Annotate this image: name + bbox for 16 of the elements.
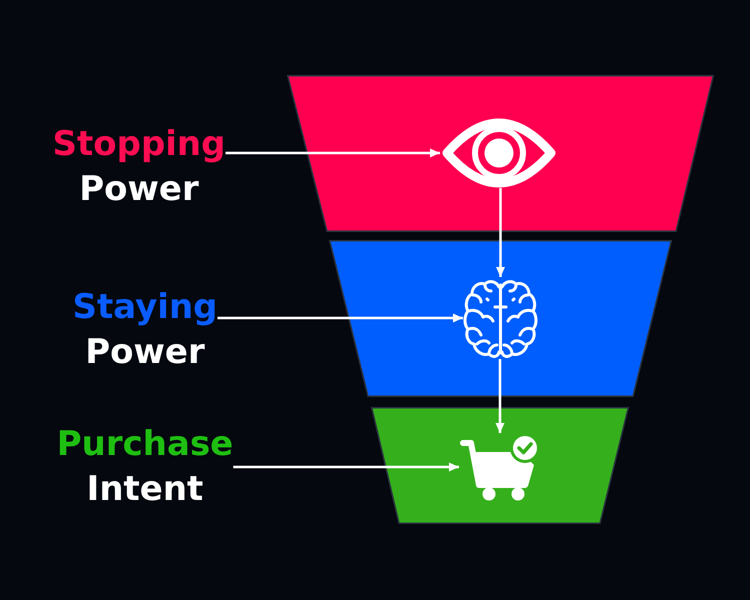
arrow [496, 359, 504, 433]
brain-icon [463, 277, 538, 359]
arrow [233, 462, 459, 472]
eye-icon [440, 118, 558, 188]
funnel-segment [329, 240, 672, 397]
funnel-segment [287, 75, 714, 232]
stage-subtitle: Intent [86, 468, 204, 511]
arrow [226, 148, 440, 158]
stage-subtitle: Power [85, 331, 205, 374]
stage-title: Purchase [56, 423, 234, 466]
stage-subtitle: Power [79, 168, 199, 211]
funnel-segment [371, 407, 629, 524]
arrow [496, 188, 505, 277]
stage-title: Stopping [52, 123, 226, 166]
stage-title: Staying [72, 286, 218, 329]
arrow [218, 314, 463, 322]
